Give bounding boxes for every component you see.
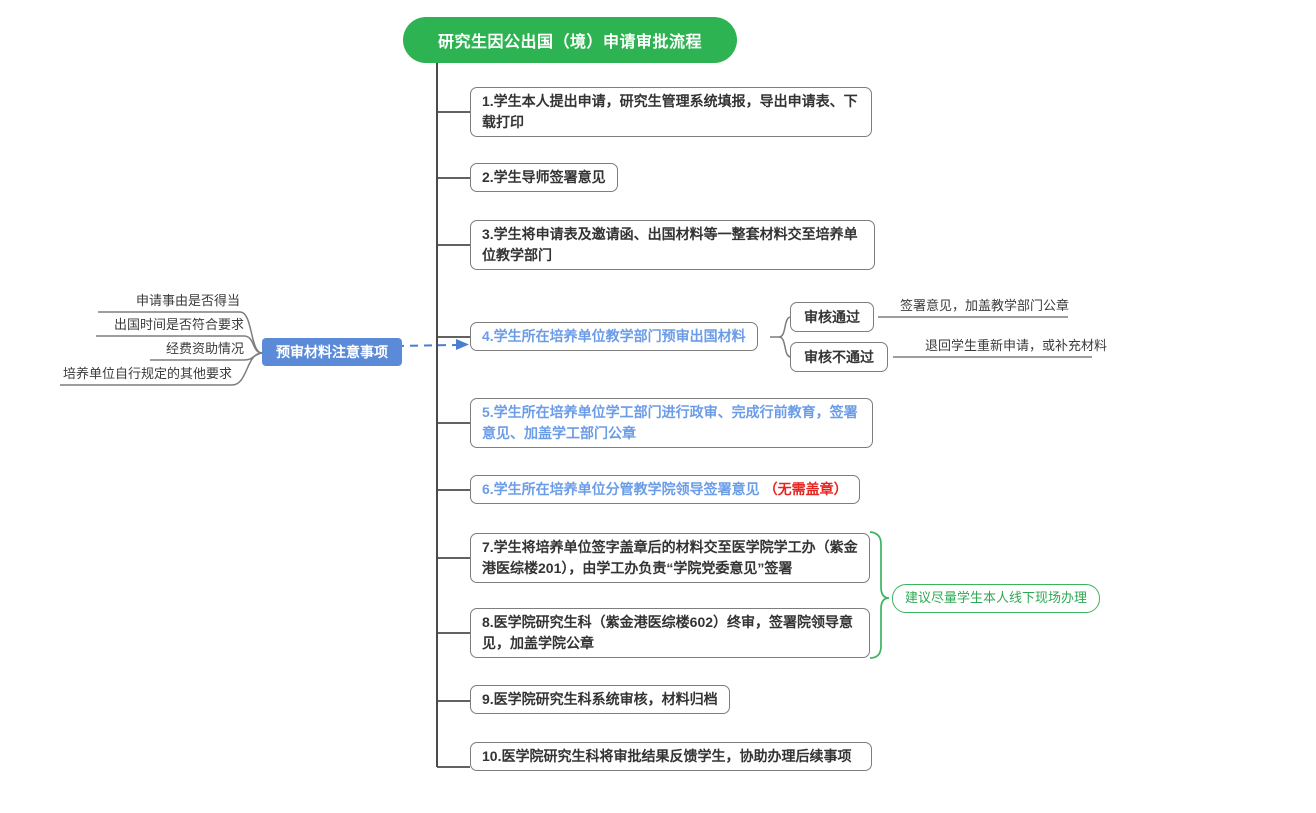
step-node-1[interactable]: 1.学生本人提出申请，研究生管理系统填报，导出申请表、下载打印 bbox=[470, 87, 872, 137]
step-node-7[interactable]: 7.学生将培养单位签字盖章后的材料交至医学院学工办（紫金港医综楼201），由学工… bbox=[470, 533, 870, 583]
step-6-text: 6.学生所在培养单位分管教学院领导签署意见 bbox=[482, 481, 760, 497]
step-node-3[interactable]: 3.学生将申请表及邀请函、出国材料等一整套材料交至培养单位教学部门 bbox=[470, 220, 875, 270]
step-node-2[interactable]: 2.学生导师签署意见 bbox=[470, 163, 618, 192]
step-node-9[interactable]: 9.医学院研究生科系统审核，材料归档 bbox=[470, 685, 730, 714]
review-pass-node[interactable]: 审核通过 bbox=[790, 302, 874, 332]
precheck-topic[interactable]: 预审材料注意事项 bbox=[262, 338, 402, 366]
step-node-5[interactable]: 5.学生所在培养单位学工部门进行政审、完成行前教育，签署意见、加盖学工部门公章 bbox=[470, 398, 873, 448]
review-pass-result[interactable]: 签署意见，加盖教学部门公章 bbox=[900, 298, 1070, 313]
advice-note[interactable]: 建议尽量学生本人线下现场办理 bbox=[892, 584, 1101, 613]
step-node-8[interactable]: 8.医学院研究生科（紫金港医综楼602）终审，签署院领导意见，加盖学院公章 bbox=[470, 608, 870, 658]
step-6-warning: （无需盖章） bbox=[759, 481, 848, 497]
relationship-arrowhead bbox=[456, 339, 469, 350]
precheck-item-4[interactable]: 培养单位自行规定的其他要求 bbox=[62, 366, 232, 381]
relationship-dashed-line bbox=[395, 344, 457, 347]
review-fail-result[interactable]: 退回学生重新申请，或补充材料 bbox=[925, 338, 1108, 353]
step-connectors bbox=[437, 111, 470, 768]
step-node-10[interactable]: 10.医学院研究生科将审批结果反馈学生，协助办理后续事项 bbox=[470, 742, 872, 771]
precheck-item-1[interactable]: 申请事由是否得当 bbox=[135, 293, 240, 308]
branch-pass-connector bbox=[770, 316, 792, 338]
root-topic[interactable]: 研究生因公出国（境）申请审批流程 bbox=[403, 17, 737, 63]
precheck-item-3[interactable]: 经费资助情况 bbox=[165, 341, 244, 356]
precheck-item-lines bbox=[60, 311, 263, 386]
review-fail-node[interactable]: 审核不通过 bbox=[790, 342, 888, 372]
step-node-6[interactable]: 6.学生所在培养单位分管教学院领导签署意见 （无需盖章） bbox=[470, 475, 860, 504]
precheck-item-2[interactable]: 出国时间是否符合要求 bbox=[113, 317, 244, 332]
step-node-4[interactable]: 4.学生所在培养单位教学部门预审出国材料 bbox=[470, 322, 758, 351]
note-brace bbox=[869, 531, 890, 659]
branch-fail-connector bbox=[778, 336, 792, 358]
